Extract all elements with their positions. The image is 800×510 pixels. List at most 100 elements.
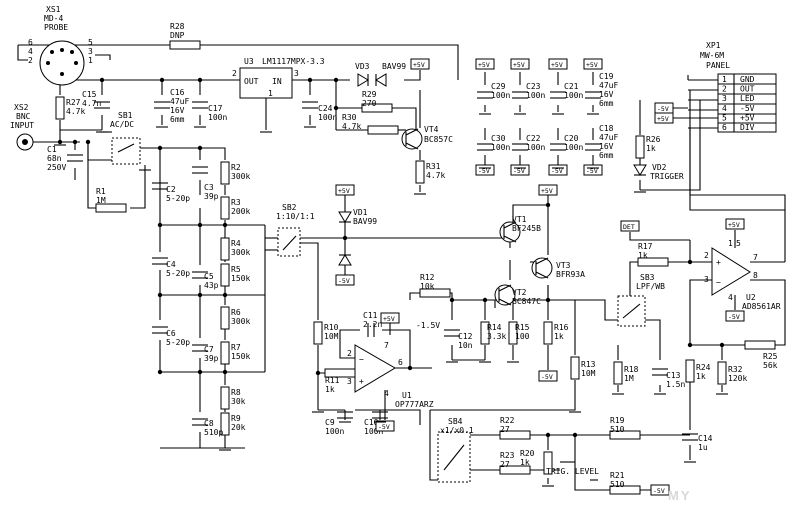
r11-value: 1k (325, 385, 335, 394)
r31-value: 4.7k (426, 171, 445, 180)
xs2-name: INPUT (10, 121, 34, 130)
c5-value: 43p (204, 281, 219, 290)
grounds (54, 113, 728, 487)
vt4-part: BC857C (424, 135, 453, 144)
sb1-ref: SB1 (118, 111, 133, 120)
c7-value: 39p (204, 354, 219, 363)
u2-part: AD8561AR (742, 302, 781, 311)
rail-label-pos: +5V (383, 315, 395, 323)
c21-value: 100n (564, 91, 583, 100)
rail-label-neg: -5V (513, 167, 525, 175)
c5-ref: C5 (204, 272, 214, 281)
c2-value: 5-20p (166, 194, 190, 203)
sb4-label: x1/x0.1 (440, 426, 474, 435)
rail-label-neg: -5V (657, 105, 669, 113)
c29-ref: C29 (491, 82, 506, 91)
c3-value: 39p (204, 192, 219, 201)
u1-pin-3: 3 (347, 377, 352, 386)
rail-flag-det: DET (620, 220, 640, 232)
r11-ref: R11 (325, 376, 340, 385)
r6-value: 300k (231, 317, 250, 326)
rail-label-pos: +5V (541, 187, 553, 195)
rail-label-pos: +5V (513, 61, 525, 69)
c19-spec-1: 16V (599, 90, 614, 99)
r8-ref: R8 (231, 388, 241, 397)
xs1-pin-6: 6 (28, 38, 33, 47)
vd3-ref: VD3 (355, 62, 370, 71)
u1-plus: + (359, 377, 364, 386)
r7-ref: R7 (231, 343, 241, 352)
c1-value: 68n (47, 154, 62, 163)
r4-value: 300k (231, 248, 250, 257)
rail-flag-neg: -5V (725, 310, 745, 322)
r7-value: 150k (231, 352, 250, 361)
c29-value: 100n (491, 91, 510, 100)
rail-flag-pos: +5V (410, 58, 430, 70)
r17-ref: R17 (638, 242, 653, 251)
rail-flag-neg: -5V (510, 164, 530, 176)
c18-spec-2: 6mm (599, 151, 614, 160)
r16-ref: R16 (554, 323, 569, 332)
xs2-ref: XS2 (14, 103, 29, 112)
xp1-pin-2: 2 (722, 85, 727, 94)
xs1-pin-5: 5 (88, 38, 93, 47)
xs1-pin-2: 2 (28, 56, 33, 65)
c30-ref: C30 (491, 134, 506, 143)
u3-out-label: OUT (244, 77, 259, 86)
vt2-transistor: VT2 BC847C (494, 284, 541, 306)
c24-ref: C24 (318, 104, 333, 113)
vd3-diode: VD3 BAV99 (355, 62, 406, 87)
capacitor-c6: C65-20p (152, 326, 190, 347)
xp1-signal-3: LED (740, 94, 755, 103)
c22-ref: C22 (526, 134, 541, 143)
xs1-pin-3: 3 (88, 47, 93, 56)
c8-ref: C8 (204, 419, 214, 428)
r26-ref: R26 (646, 135, 661, 144)
r4-ref: R4 (231, 239, 241, 248)
r24-ref: R24 (696, 363, 711, 372)
c21-ref: C21 (564, 82, 579, 91)
r27-value: 4.7k (66, 107, 85, 116)
r6-ref: R6 (231, 308, 241, 317)
r20-ref: R20 (520, 449, 535, 458)
rail-label-det: DET (623, 223, 635, 231)
c14-ref: C14 (698, 434, 713, 443)
r12-ref: R12 (420, 273, 435, 282)
sb4-switch: SB4 x1/x0.1 (437, 417, 474, 483)
rail-label-pos: +5V (728, 221, 740, 229)
rail-label-pos: +5V (657, 115, 669, 123)
rail-flag-neg: -5V (654, 102, 674, 114)
r17-value: 1k (638, 251, 648, 260)
u2-pin-8: 8 (753, 271, 758, 280)
rail-label-pos: +5V (586, 61, 598, 69)
r30-value: 4.7k (342, 122, 361, 131)
c12-value: 10n (458, 341, 473, 350)
u2-comparator: + − 2 3 7 8 5 1 4 U2 AD8561AR (704, 239, 781, 311)
rail-label-neg: -5V (541, 373, 553, 381)
c19-value: 47uF (599, 81, 618, 90)
r32-ref: R32 (728, 365, 743, 374)
